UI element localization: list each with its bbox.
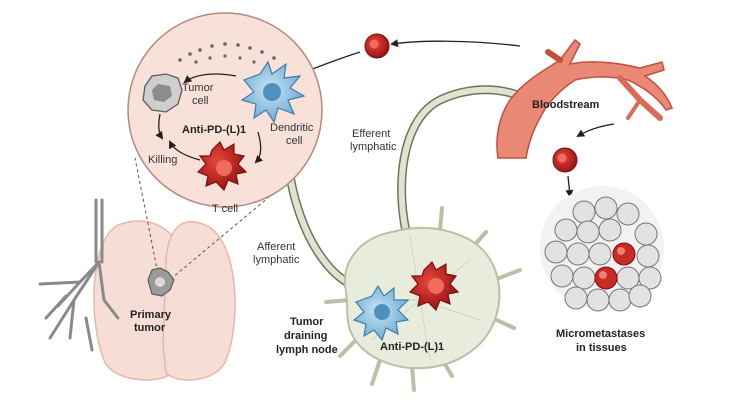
lung-illustration	[38, 198, 236, 381]
micrometastases-cluster	[540, 186, 664, 312]
dendritic-cell-label-2: cell	[286, 135, 303, 147]
t-cell	[196, 140, 248, 192]
micrometastases-label-2: in tissues	[576, 342, 627, 354]
arrow-vessel-to-circulating-tcell	[576, 123, 615, 138]
efferent-label-2: lymphatic	[350, 141, 397, 153]
arrow-bloodstream-to-tcell	[390, 39, 521, 48]
dendritic-cell	[240, 60, 306, 124]
primary-tumor-cell	[147, 267, 175, 297]
t-cell-label: T cell	[212, 203, 238, 215]
bloodstream-vessel	[496, 38, 673, 159]
primary-tumor-label-2: tumor	[134, 322, 166, 334]
bloodstream-label: Bloodstream	[532, 99, 599, 111]
lymph-node-label-2: draining	[284, 330, 327, 342]
arrow-killing-to-tumor	[155, 113, 164, 140]
lymph-node-label-3: lymph node	[276, 344, 338, 356]
arrow-antigen-to-dendritic	[183, 73, 237, 84]
trachea-bronchi	[38, 198, 120, 352]
killing-label: Killing	[148, 154, 177, 166]
arrow-to-micrometastases	[565, 175, 574, 198]
efferent-lymphatic-vessel	[397, 85, 522, 242]
afferent-label-2: lymphatic	[253, 254, 300, 266]
dendritic-cell-label-1: Dendritic	[270, 122, 314, 134]
circulating-t-cell-right	[552, 147, 578, 173]
anti-pd-inset-label: Anti-PD-(L)1	[182, 124, 246, 136]
arrow-dendritic-to-tcell	[254, 131, 264, 164]
arrow-tcell-killing	[169, 140, 201, 161]
anti-pd-node-label: Anti-PD-(L)1	[380, 341, 444, 353]
tumor-microenvironment-inset	[127, 12, 323, 208]
circulating-t-cell-top	[364, 33, 390, 59]
tumor-cell-label-1: Tumor	[182, 82, 214, 94]
efferent-label-1: Efferent	[352, 128, 390, 140]
primary-tumor-label-1: Primary	[130, 309, 172, 321]
tumor-cell-label-2: cell	[192, 95, 209, 107]
antigen-dots	[178, 42, 276, 64]
lymph-node-label-1: Tumor	[290, 316, 324, 328]
lymph-node-dendritic-cell	[352, 284, 410, 342]
tumor-cell	[142, 73, 183, 113]
afferent-label-1: Afferent	[257, 241, 295, 253]
lymph-node-t-cell	[408, 260, 460, 312]
micrometastases-label-1: Micrometastases	[556, 328, 645, 340]
